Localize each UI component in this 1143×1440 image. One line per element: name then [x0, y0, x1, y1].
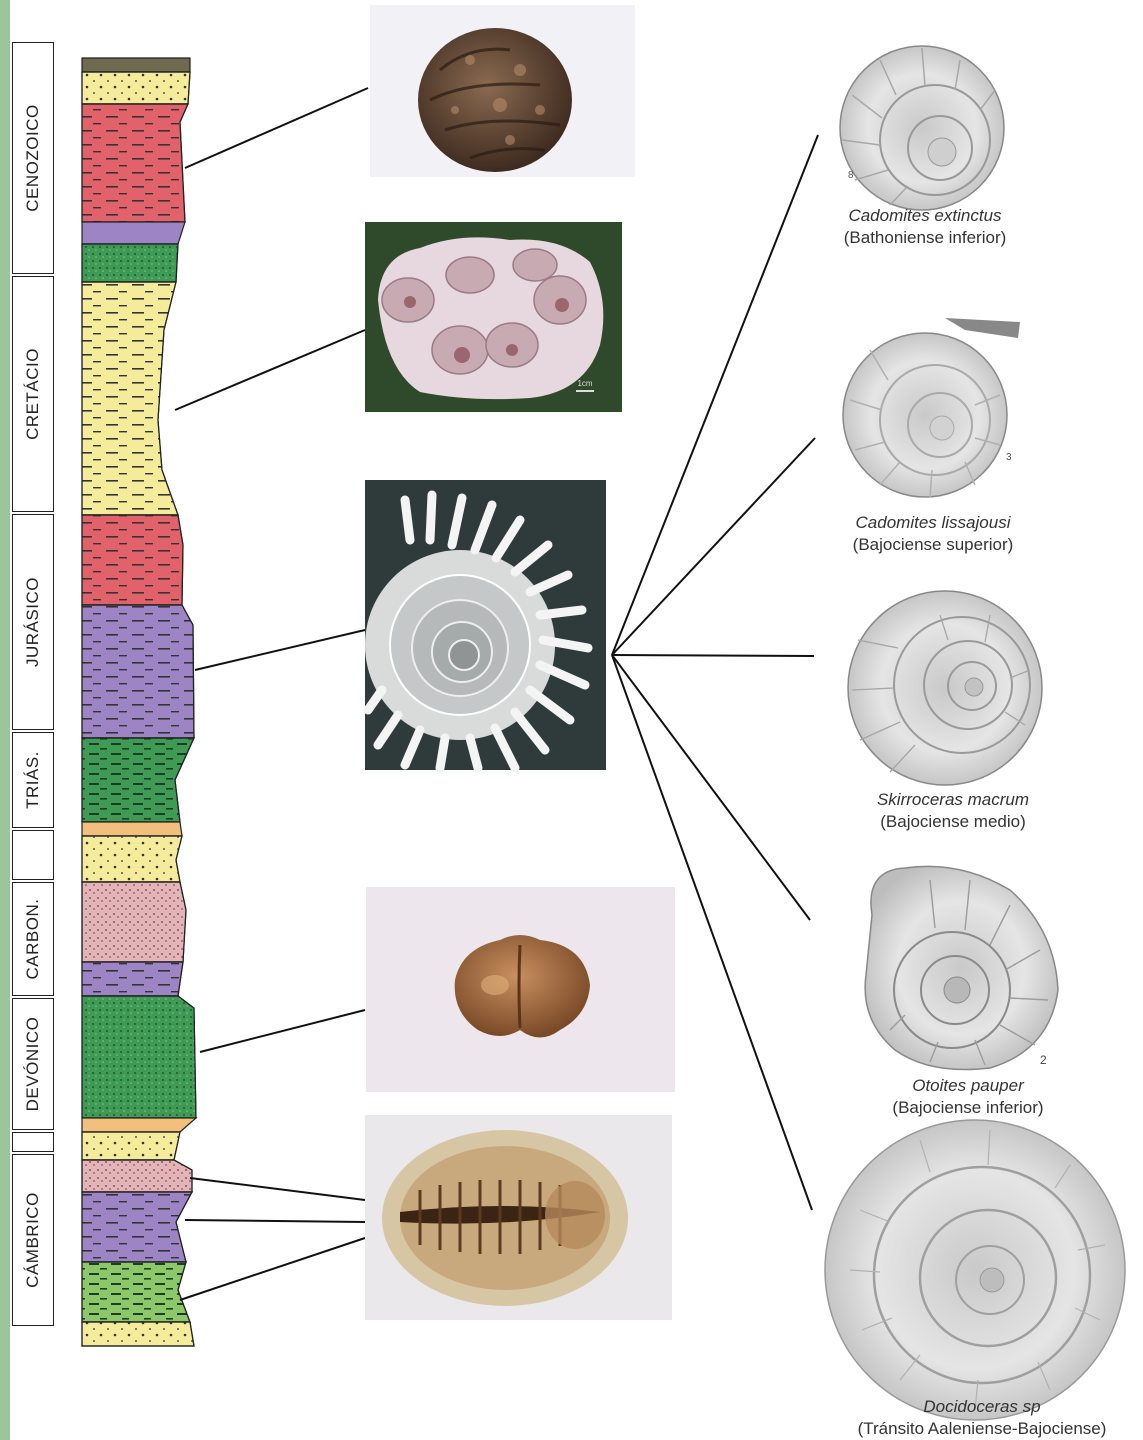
fan-line-cadomites-extinctus — [612, 135, 818, 655]
caption-cadomites-extinctus: Cadomites extinctus (Bathoniense inferio… — [800, 205, 1050, 249]
layer-orange-thin-1 — [82, 822, 182, 836]
caption-cadomites-lissajousi: Cadomites lissajousi (Bajociense superio… — [808, 512, 1058, 556]
stratigraphic-column — [82, 58, 196, 1346]
connector-cretacio — [175, 330, 365, 410]
layer-purple-1 — [82, 222, 185, 244]
trilobite-fossil-photo — [365, 1115, 672, 1320]
skirroceras-macrum-drawing — [848, 591, 1042, 785]
ammonite-fossil-photo — [365, 480, 606, 770]
sea-urchin-fossil-photo — [370, 5, 635, 177]
connector-cambrico-3 — [180, 1238, 365, 1300]
column-connectors — [175, 88, 368, 1300]
brachiopod-fossil-photo — [366, 887, 675, 1092]
connector-cambrico-1 — [190, 1178, 365, 1200]
fan-line-cadomites-lissajousi — [612, 438, 815, 655]
connector-jurasico — [195, 630, 365, 670]
plate-number-8: 8 — [848, 170, 854, 181]
fan-line-otoites — [612, 655, 810, 920]
caption-docidoceras: Docidoceras sp (Tránsito Aaleniense-Bajo… — [822, 1396, 1142, 1440]
scale-bar-label: 1cm — [577, 379, 592, 388]
caption-otoites-pauper: Otoites pauper (Bajociense inferior) — [843, 1075, 1093, 1119]
fan-line-skirroceras — [612, 655, 814, 656]
oyster-cluster-fossil-photo: 1cm — [365, 222, 622, 412]
cadomites-lissajousi-drawing: 3 — [843, 318, 1020, 497]
cadomites-extinctus-drawing: 8 — [840, 46, 1004, 210]
caption-skirroceras-macrum: Skirroceras macrum (Bajociense medio) — [828, 789, 1078, 833]
plate-number-2: 2 — [1040, 1053, 1047, 1067]
layer-top-dark — [82, 58, 190, 72]
otoites-pauper-drawing: 2 — [865, 866, 1058, 1069]
connector-devonico — [200, 1010, 365, 1052]
layer-orange-thin-2 — [82, 1118, 196, 1132]
docidoceras-drawing — [825, 1120, 1125, 1420]
connector-cenozoico — [185, 88, 368, 168]
plate-number-3: 3 — [1006, 452, 1012, 463]
connector-cambrico-2 — [185, 1220, 365, 1222]
